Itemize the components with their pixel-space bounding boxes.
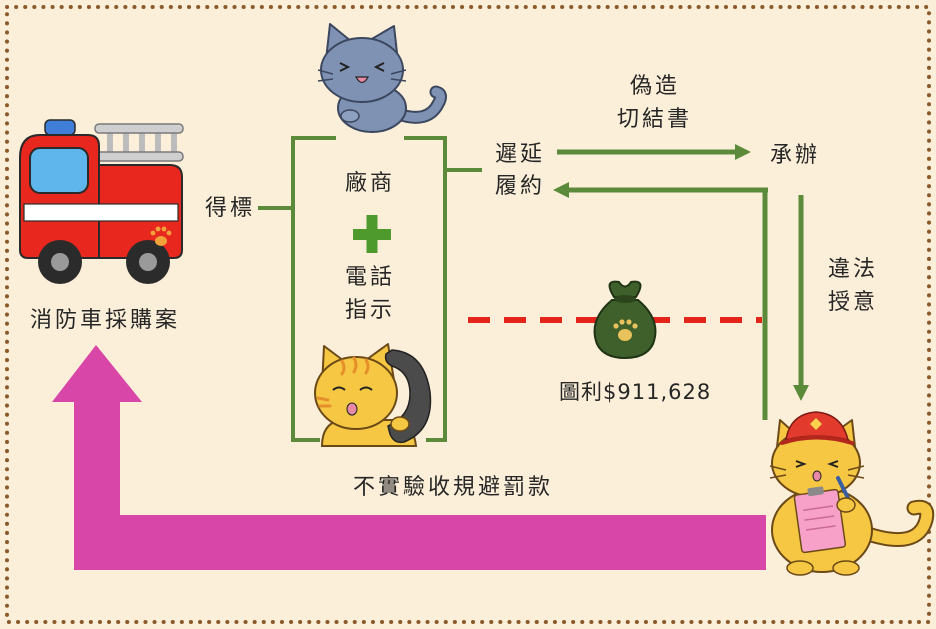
forged-affidavit-label-line2: 切結書 bbox=[617, 107, 693, 132]
plus-icon bbox=[353, 215, 391, 253]
firefighter-cat-icon bbox=[769, 411, 935, 576]
delayed-performance-arrow bbox=[553, 182, 768, 198]
won-bid-label: 得標 bbox=[205, 196, 256, 221]
phone-instruction-label-line2: 指示 bbox=[345, 298, 396, 323]
false-acceptance-label: 不實驗收規避罰款 bbox=[353, 475, 554, 500]
handler-label: 承辦 bbox=[770, 143, 821, 168]
money-bag-icon bbox=[593, 280, 657, 360]
vendor-bracket-left bbox=[291, 136, 336, 442]
illegal-instruction-label-line1: 違法 bbox=[828, 257, 879, 282]
page-border bbox=[5, 5, 931, 624]
phone-instruction-label-line1: 電話 bbox=[345, 265, 396, 290]
blue-cat-icon bbox=[317, 23, 448, 133]
vendor-label: 廠商 bbox=[345, 171, 396, 196]
illegal-instruction-label-line2: 授意 bbox=[828, 290, 879, 315]
forged-affidavit-label-line1: 偽造 bbox=[630, 74, 681, 99]
paw-print-icon bbox=[150, 226, 172, 246]
forged-affidavit-arrow bbox=[557, 144, 751, 160]
profit-amount-label: 圖利$911,628 bbox=[559, 380, 712, 404]
procurement-case-label: 消防車採購案 bbox=[29, 308, 180, 333]
orange-cat-phone-icon bbox=[314, 343, 432, 447]
false-acceptance-return-arrow bbox=[52, 345, 766, 570]
illegal-instruction-arrow bbox=[793, 195, 809, 401]
delayed-performance-label-line1: 遲延 bbox=[495, 142, 546, 167]
vendor-bracket-right bbox=[404, 136, 447, 442]
fire-truck-icon bbox=[19, 119, 184, 284]
delayed-performance-label-line2: 履約 bbox=[495, 174, 546, 199]
ladder bbox=[94, 123, 184, 162]
